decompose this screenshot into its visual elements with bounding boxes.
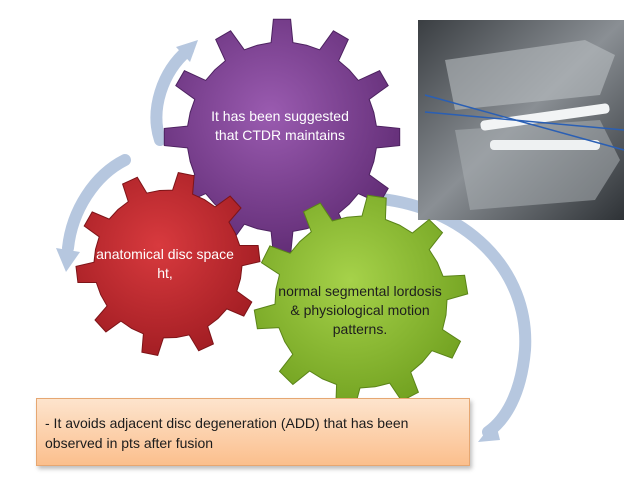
arrow-head-right: [478, 420, 500, 442]
arrow-head-left: [56, 248, 80, 272]
add-note-box: - It avoids adjacent disc degeneration (…: [36, 398, 470, 466]
gear-purple: [163, 18, 401, 256]
arrow-top-left: [150, 44, 194, 146]
arrow-head-top: [176, 40, 198, 62]
xray-image: [418, 20, 625, 220]
gear-green: [253, 194, 469, 410]
add-note-text: - It avoids adjacent disc degeneration (…: [45, 415, 409, 451]
gear-green-label: normal segmental lordosis & physiologica…: [278, 283, 442, 337]
arrow-left: [62, 154, 131, 254]
gear-red: [75, 172, 261, 356]
gear-red-label: anatomical disc space ht,: [96, 246, 234, 281]
gear-purple-label: It has been suggested that CTDR maintain…: [211, 108, 349, 143]
